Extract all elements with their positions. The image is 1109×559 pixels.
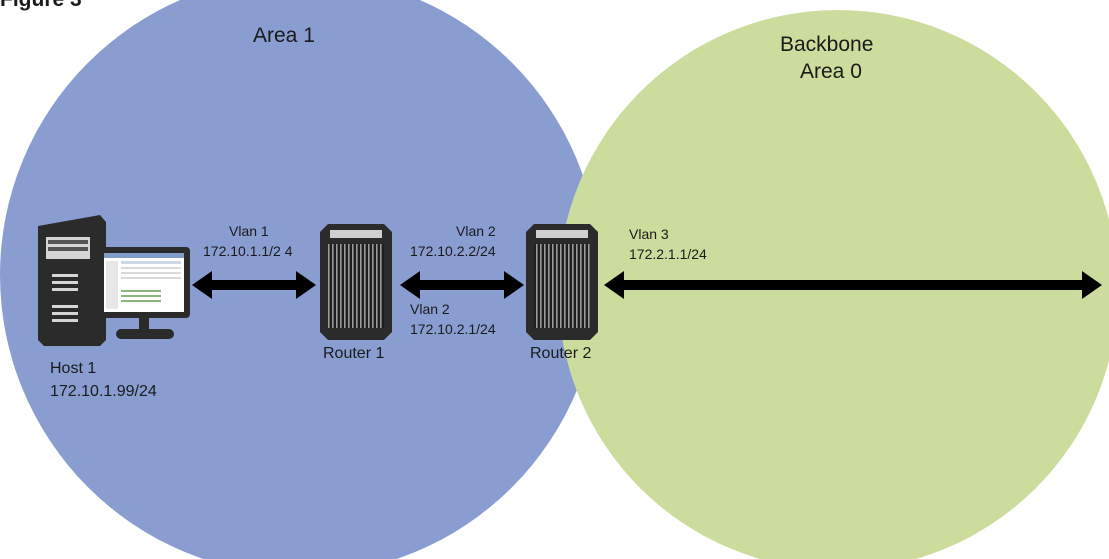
router-2-icon (526, 224, 598, 340)
router-1-label: Router 1 (323, 345, 385, 362)
figure-title-partial: Figure 3 (0, 0, 82, 12)
vlan-2-lower-ip: 172.10.2.1/24 (410, 321, 496, 337)
monitor-icon (98, 247, 190, 339)
backbone-label: Backbone (780, 33, 874, 56)
vlan-3-label: Vlan 3 (629, 226, 669, 242)
vlan-3-ip: 172.2.1.1/24 (629, 246, 707, 262)
host-1-ip: 172.10.1.99/24 (50, 383, 157, 400)
router-2-label: Router 2 (530, 345, 592, 362)
host-1-label: Host 1 (50, 360, 97, 377)
vlan-2-upper-ip: 172.10.2.2/24 (410, 243, 496, 259)
vlan-1-label: Vlan 1 (229, 223, 269, 239)
vlan-1-ip: 172.10.1.1/2 4 (203, 243, 293, 259)
link-arrow-router1-router2 (400, 271, 524, 299)
router-1-icon (320, 224, 392, 340)
link-arrow-router2-backbone (604, 271, 1102, 299)
server-tower-icon (38, 215, 106, 346)
vlan-2-upper-label: Vlan 2 (456, 223, 496, 239)
vlan-2-lower-label: Vlan 2 (410, 301, 450, 317)
area-1-label: Area 1 (253, 24, 315, 47)
area-0-label: Area 0 (800, 60, 862, 83)
link-arrow-host-router1 (192, 271, 316, 299)
